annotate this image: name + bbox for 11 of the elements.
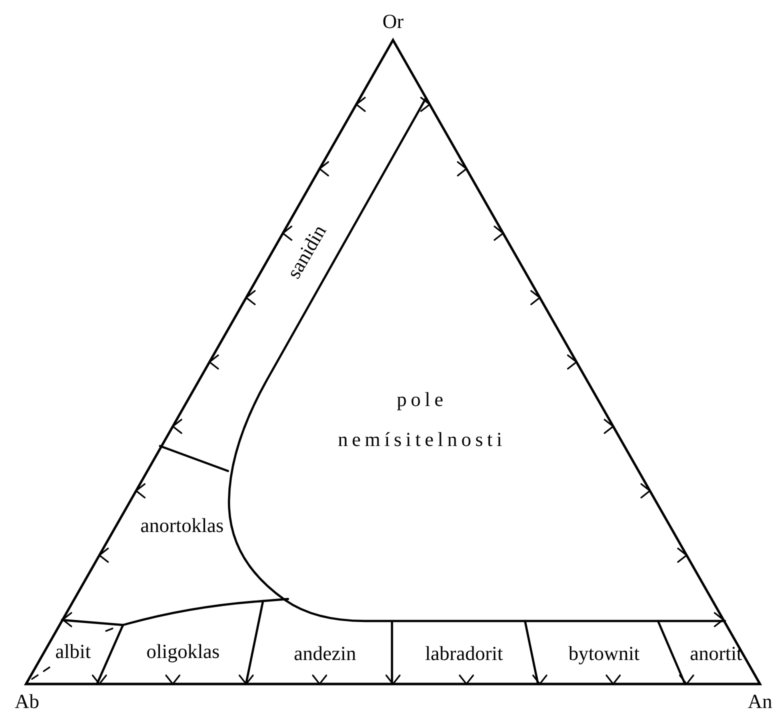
vertex-label: Or: [382, 12, 404, 32]
region-label: labradorit: [425, 644, 503, 664]
region-label: pole nemísitelnosti: [336, 388, 508, 453]
vertex-label: Ab: [14, 692, 40, 712]
vertex-label: An: [748, 692, 772, 712]
region-label: bytownit: [568, 644, 640, 664]
region-label: andezin: [294, 644, 356, 664]
region-label: anortit: [690, 644, 742, 664]
region-label: oligoklas: [146, 642, 220, 662]
region-label: anortoklas: [140, 516, 224, 536]
region-label: albit: [55, 642, 91, 662]
